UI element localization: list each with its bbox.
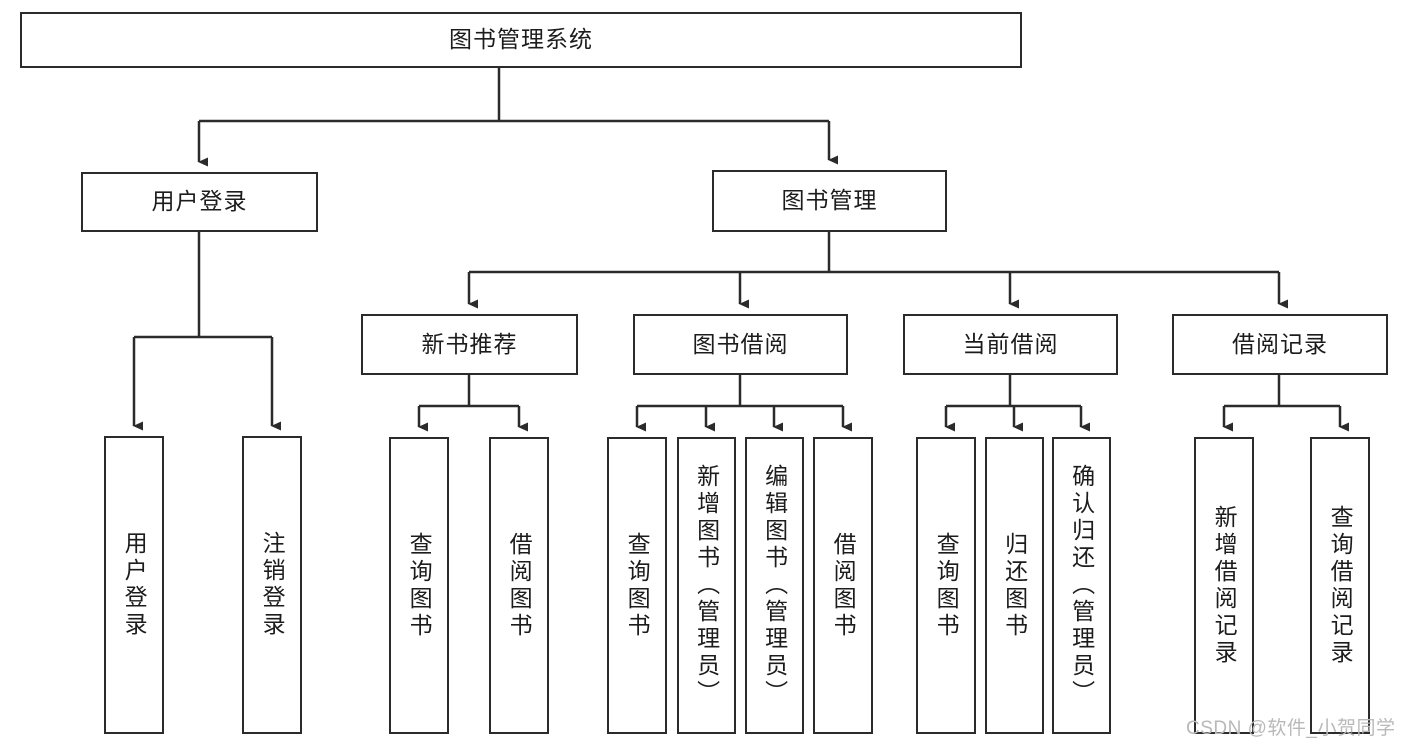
node-new-book-recommend[interactable]: 新书推荐 xyxy=(361,314,578,375)
leaf-newbook-query-book[interactable]: 查询图书 xyxy=(389,437,449,734)
node-book-management-label: 图书管理 xyxy=(781,187,878,214)
leaf-borrowrecord-add-record-label: 新增借阅记录 xyxy=(1211,504,1238,667)
node-book-borrow-label: 图书借阅 xyxy=(692,330,789,357)
leaf-bookborrow-borrow-book-label: 借阅图书 xyxy=(830,531,857,640)
leaf-currentborrow-query-book[interactable]: 查询图书 xyxy=(916,437,976,734)
leaf-currentborrow-return-book-label: 归还图书 xyxy=(1001,531,1028,640)
leaf-bookborrow-query-book-label: 查询图书 xyxy=(624,531,651,640)
leaf-currentborrow-return-book[interactable]: 归还图书 xyxy=(985,437,1044,734)
node-borrow-record-label: 借阅记录 xyxy=(1232,330,1328,357)
leaf-bookborrow-borrow-book[interactable]: 借阅图书 xyxy=(813,437,873,734)
node-root-label: 图书管理系统 xyxy=(449,26,593,53)
leaf-bookborrow-add-book-admin[interactable]: 新增图书（管理员） xyxy=(677,437,736,734)
leaf-user-login[interactable]: 用户登录 xyxy=(104,436,164,734)
leaf-bookborrow-query-book[interactable]: 查询图书 xyxy=(607,437,667,734)
node-root-book-management-system[interactable]: 图书管理系统 xyxy=(20,12,1022,68)
leaf-borrowrecord-add-record[interactable]: 新增借阅记录 xyxy=(1194,437,1254,734)
node-book-management[interactable]: 图书管理 xyxy=(712,170,947,232)
leaf-user-login-label: 用户登录 xyxy=(121,531,148,639)
leaf-logout-login[interactable]: 注销登录 xyxy=(242,436,302,734)
node-borrow-record[interactable]: 借阅记录 xyxy=(1172,314,1388,375)
leaf-newbook-borrow-book-label: 借阅图书 xyxy=(506,531,533,640)
leaf-borrowrecord-query-record[interactable]: 查询借阅记录 xyxy=(1310,437,1370,734)
node-user-login[interactable]: 用户登录 xyxy=(81,172,318,232)
leaf-currentborrow-confirm-return-admin-label: 确认归还（管理员） xyxy=(1068,464,1095,707)
leaf-logout-login-label: 注销登录 xyxy=(259,531,286,639)
leaf-borrowrecord-query-record-label: 查询借阅记录 xyxy=(1327,504,1354,667)
leaf-currentborrow-query-book-label: 查询图书 xyxy=(933,531,960,640)
leaf-bookborrow-add-book-admin-label: 新增图书（管理员） xyxy=(693,464,720,707)
watermark-text: CSDN @软件_小贺同学 xyxy=(1186,718,1396,739)
node-new-book-recommend-label: 新书推荐 xyxy=(421,330,518,357)
leaf-bookborrow-edit-book-admin-label: 编辑图书（管理员） xyxy=(761,464,788,707)
leaf-currentborrow-confirm-return-admin[interactable]: 确认归还（管理员） xyxy=(1052,437,1111,734)
leaf-newbook-borrow-book[interactable]: 借阅图书 xyxy=(489,437,549,734)
node-book-borrow[interactable]: 图书借阅 xyxy=(633,314,848,375)
node-current-borrow[interactable]: 当前借阅 xyxy=(903,314,1118,375)
leaf-bookborrow-edit-book-admin[interactable]: 编辑图书（管理员） xyxy=(745,437,804,734)
node-current-borrow-label: 当前借阅 xyxy=(962,330,1059,357)
node-user-login-label: 用户登录 xyxy=(151,188,248,215)
leaf-newbook-query-book-label: 查询图书 xyxy=(406,531,433,640)
